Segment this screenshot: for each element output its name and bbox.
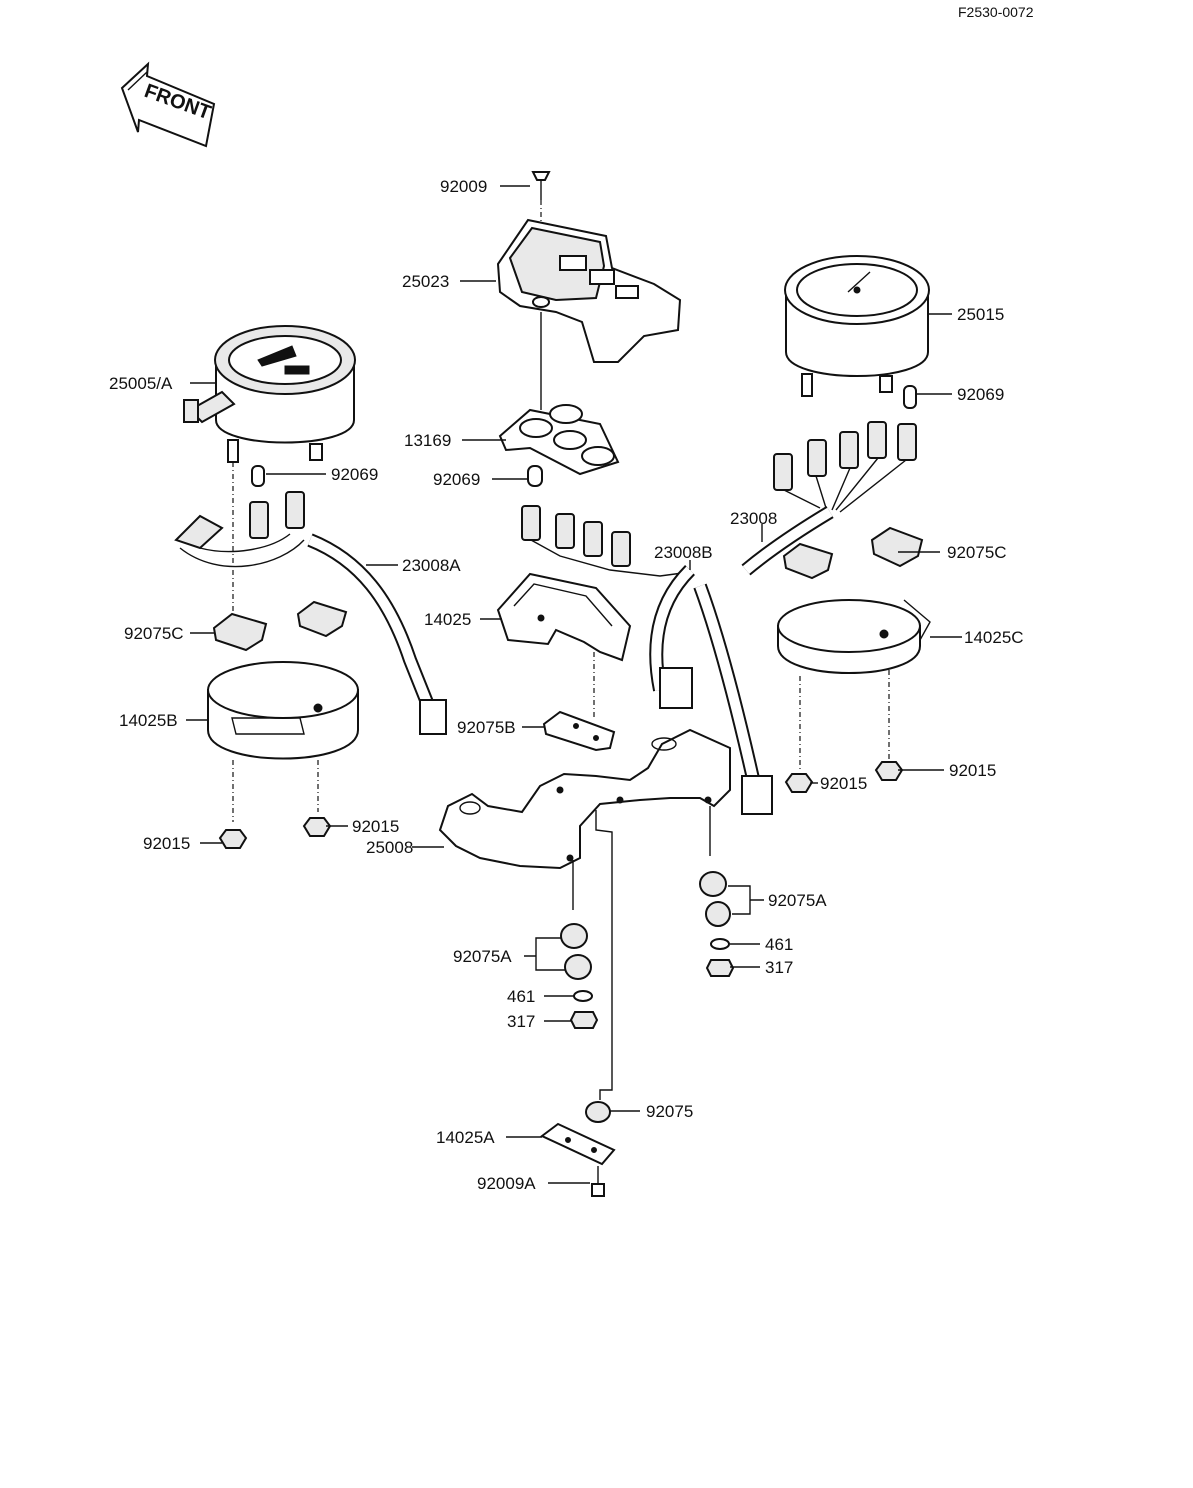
part-label-92075A-right: 92075A (768, 891, 827, 910)
part-label-14025: 14025 (424, 610, 471, 629)
cup-14025C (777, 599, 931, 674)
harness-23008 (741, 505, 834, 576)
nut-92015-a (218, 829, 248, 849)
bulb-92069-right (903, 385, 917, 409)
part-label-92009A: 92009A (477, 1174, 536, 1193)
part-label-317-center: 317 (507, 1012, 535, 1031)
nut-92015-d (874, 761, 904, 781)
guide-line (595, 810, 613, 1100)
grommets-center (560, 923, 599, 1029)
part-label-317-right: 317 (765, 958, 793, 977)
part-label-23008B: 23008B (654, 543, 713, 562)
part-label-23008A: 23008A (402, 556, 461, 575)
part-label-92069-center: 92069 (433, 470, 480, 489)
harness-23008B (649, 565, 773, 815)
pads-92075C-right (782, 526, 924, 580)
pads-92075C-left (212, 600, 348, 652)
grommets-right (699, 871, 735, 977)
document-code: F2530-0072 (958, 4, 1034, 20)
part-label-92075B: 92075B (457, 718, 516, 737)
part-label-461-right: 461 (765, 935, 793, 954)
part-label-92075C-left: 92075C (124, 624, 184, 643)
case-14025 (496, 572, 632, 662)
part-label-92015-c: 92015 (820, 774, 867, 793)
cover-25023 (496, 218, 682, 363)
part-label-14025C: 14025C (964, 628, 1024, 647)
grommet-92075 (585, 1101, 611, 1123)
front-arrow-icon: FRONT (120, 61, 216, 148)
part-label-92015-a: 92015 (143, 834, 190, 853)
part-label-92075: 92075 (646, 1102, 693, 1121)
nut-92015-b (302, 817, 332, 837)
socket-cluster-center (521, 505, 691, 577)
part-label-25015: 25015 (957, 305, 1004, 324)
socket-cluster-right (773, 421, 917, 513)
part-label-92015-b: 92015 (352, 817, 399, 836)
part-label-92069-right: 92069 (957, 385, 1004, 404)
part-label-25008: 25008 (366, 838, 413, 857)
part-labels: 92009 25023 25015 25005/A 92069 13169 92… (109, 177, 1024, 1193)
socket-cluster-left (174, 491, 305, 568)
plate-14025A (540, 1122, 616, 1166)
part-label-14025A: 14025A (436, 1128, 495, 1147)
part-label-23008: 23008 (730, 509, 777, 528)
speedometer-25005A (183, 325, 356, 463)
bracket-25008 (438, 728, 731, 910)
tachometer-25015 (784, 255, 930, 397)
part-label-92015-d: 92015 (949, 761, 996, 780)
part-label-14025B: 14025B (119, 711, 178, 730)
part-label-25023: 25023 (402, 272, 449, 291)
part-label-92009: 92009 (440, 177, 487, 196)
bulb-92069-left (251, 465, 265, 487)
part-label-92069-left: 92069 (331, 465, 378, 484)
part-label-461-center: 461 (507, 987, 535, 1006)
screw-92009A (591, 1166, 605, 1197)
part-label-13169: 13169 (404, 431, 451, 450)
nut-92015-c (784, 773, 814, 793)
plate-13169 (498, 404, 620, 476)
part-label-92075C-right: 92075C (947, 543, 1007, 562)
part-label-25005A: 25005/A (109, 374, 173, 393)
part-label-92075A-center: 92075A (453, 947, 512, 966)
harness-23008A (307, 533, 447, 735)
pad-92075B (542, 710, 616, 752)
screw-92009 (531, 171, 551, 200)
leader-lines (186, 185, 962, 1184)
cup-14025B (207, 661, 359, 760)
bulb-92069-center (527, 465, 543, 487)
